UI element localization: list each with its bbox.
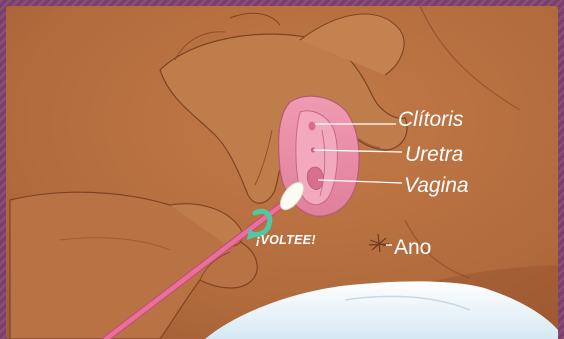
flip-instruction-label: ¡VOLTEE! bbox=[256, 234, 316, 247]
urethra-label: Uretra bbox=[405, 144, 463, 165]
vagina-label: Vagina bbox=[404, 175, 469, 196]
anus-label: Ano bbox=[394, 237, 431, 258]
clitoris-label: Clítoris bbox=[398, 109, 463, 130]
